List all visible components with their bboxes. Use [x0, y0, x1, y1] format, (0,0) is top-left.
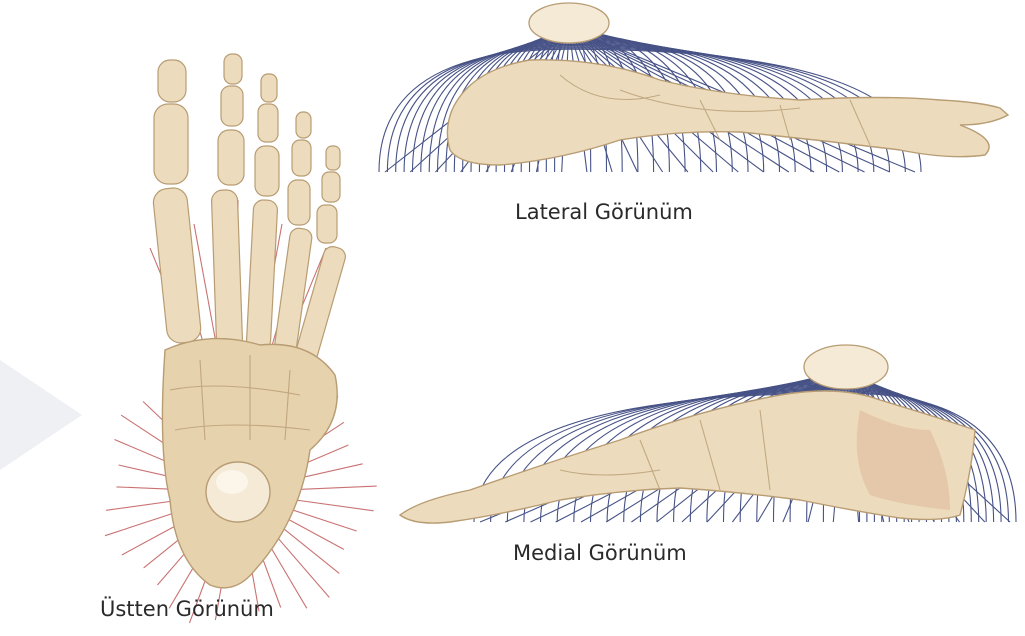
lateral-view-caption: Lateral Görünüm	[515, 200, 693, 224]
top-view-caption: Üstten Görünüm	[100, 597, 274, 621]
medial-ankle-dome	[804, 345, 888, 389]
lateral-ankle-dome	[529, 3, 609, 43]
medial-view-foot	[400, 345, 1016, 523]
lateral-foot-bones	[447, 60, 1008, 165]
toe-bones	[152, 54, 347, 376]
lateral-view-foot	[379, 3, 1008, 172]
medial-view-caption: Medial Görünüm	[513, 541, 687, 565]
top-view-foot	[105, 54, 377, 623]
talus-highlight	[216, 470, 248, 494]
watermark-shape	[0, 360, 82, 470]
